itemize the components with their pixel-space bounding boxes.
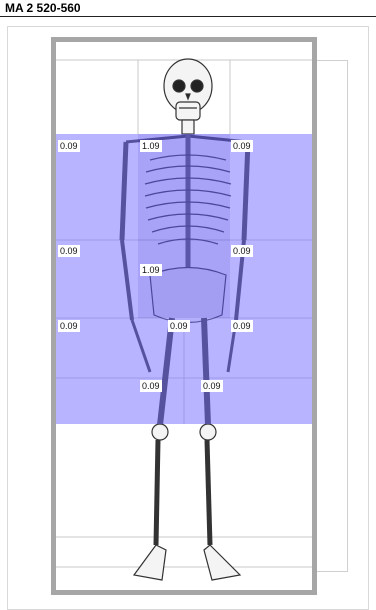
value-label-thigh-left: 0.09 (140, 380, 162, 392)
value-label-mid-left: 0.09 (58, 245, 80, 257)
value-label-lower-right: 0.09 (231, 320, 253, 332)
zone-lower-right[interactable] (230, 318, 312, 424)
value-label-thigh-right: 0.09 (201, 380, 223, 392)
zone-lower-left[interactable] (56, 318, 138, 424)
value-label-lower-left: 0.09 (58, 320, 80, 332)
value-label-abdomen: 1.09 (140, 264, 162, 276)
value-label-mid-right: 0.09 (231, 245, 253, 257)
value-label-pelvis: 0.09 (168, 320, 190, 332)
value-label-chest: 1.09 (140, 140, 162, 152)
value-label-upper-right: 0.09 (231, 140, 253, 152)
value-label-upper-left: 0.09 (58, 140, 80, 152)
zone-chest[interactable] (138, 134, 230, 258)
